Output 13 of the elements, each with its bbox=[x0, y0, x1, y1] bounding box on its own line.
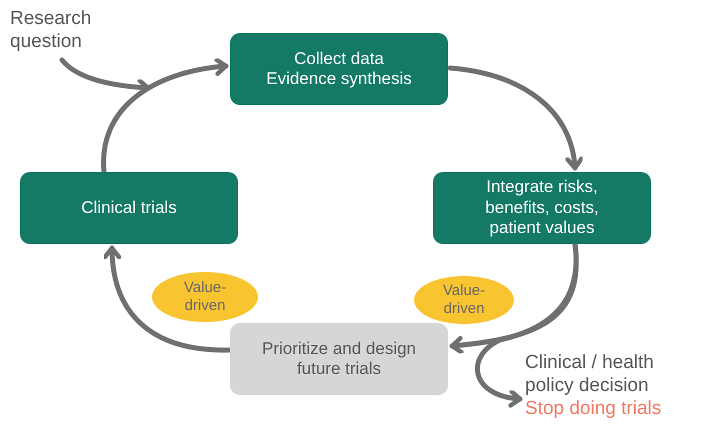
node-text: Research question bbox=[10, 8, 92, 54]
process-box: Clinical trials bbox=[20, 172, 238, 244]
tag-ellipse: Value-driven bbox=[414, 276, 514, 324]
process-box: Collect data Evidence synthesis bbox=[230, 33, 448, 105]
tag-ellipse: Value-driven bbox=[152, 272, 258, 322]
arrow bbox=[474, 242, 579, 408]
process-box: Prioritize and design future trials bbox=[230, 323, 448, 395]
arrow bbox=[448, 66, 584, 170]
arrow bbox=[103, 246, 232, 352]
arrow bbox=[101, 58, 228, 174]
process-box: Integrate risks, benefits, costs, patient values bbox=[433, 172, 651, 244]
highlight-text: Stop doing trials bbox=[525, 398, 662, 420]
node-text: Clinical / health policy decision bbox=[525, 352, 655, 398]
